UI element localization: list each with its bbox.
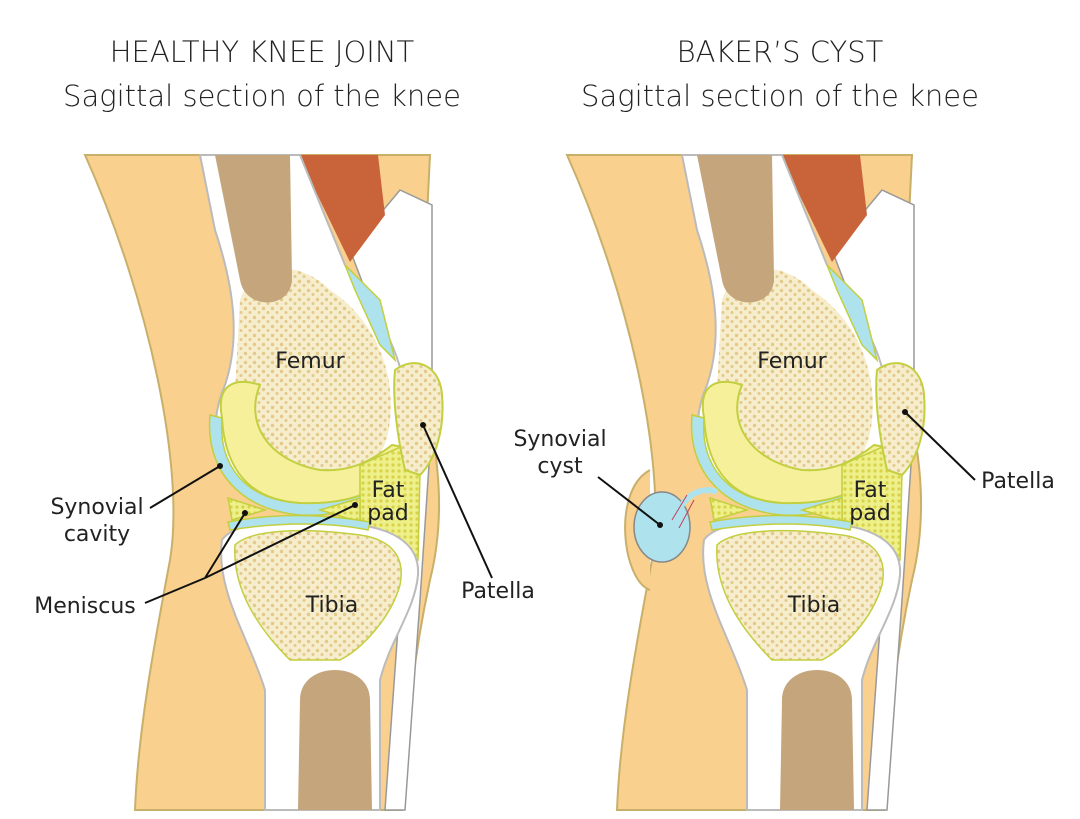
panel-title: BAKER’S CYST — [677, 35, 884, 69]
label-femur: Femur — [757, 349, 827, 374]
label-patella: Patella — [461, 579, 535, 604]
leader-patella — [422, 424, 493, 579]
label-synovial-cyst-2: cyst — [537, 454, 583, 479]
leader-synovial-cavity — [149, 465, 221, 509]
label-tibia: Tibia — [787, 593, 840, 618]
label-meniscus: Meniscus — [34, 594, 136, 619]
panel-title: HEALTHY KNEE JOINT — [110, 35, 415, 69]
label-fat-pad-2: pad — [849, 501, 890, 526]
panel-healthy-knee: HEALTHY KNEE JOINT Sagittal section of t… — [34, 35, 535, 811]
label-synovial-cyst: Synovial — [513, 427, 606, 452]
label-tibia: Tibia — [305, 593, 358, 618]
label-fat-pad: Fat — [372, 478, 405, 503]
label-patella: Patella — [981, 469, 1055, 494]
panel-subtitle: Sagittal section of the knee — [63, 79, 461, 113]
label-synovial-cavity-2: cavity — [64, 522, 130, 547]
panel-bakers-cyst: BAKER’S CYST Sagittal section of the kne… — [513, 35, 1055, 811]
label-fat-pad-2: pad — [367, 501, 408, 526]
label-femur: Femur — [275, 349, 345, 374]
label-fat-pad: Fat — [854, 478, 887, 503]
leader-patella — [904, 411, 976, 481]
leader-synovial-cyst — [597, 476, 661, 526]
label-synovial-cavity: Synovial — [50, 495, 143, 520]
panel-subtitle: Sagittal section of the knee — [581, 79, 979, 113]
leader-meniscus — [144, 504, 356, 604]
